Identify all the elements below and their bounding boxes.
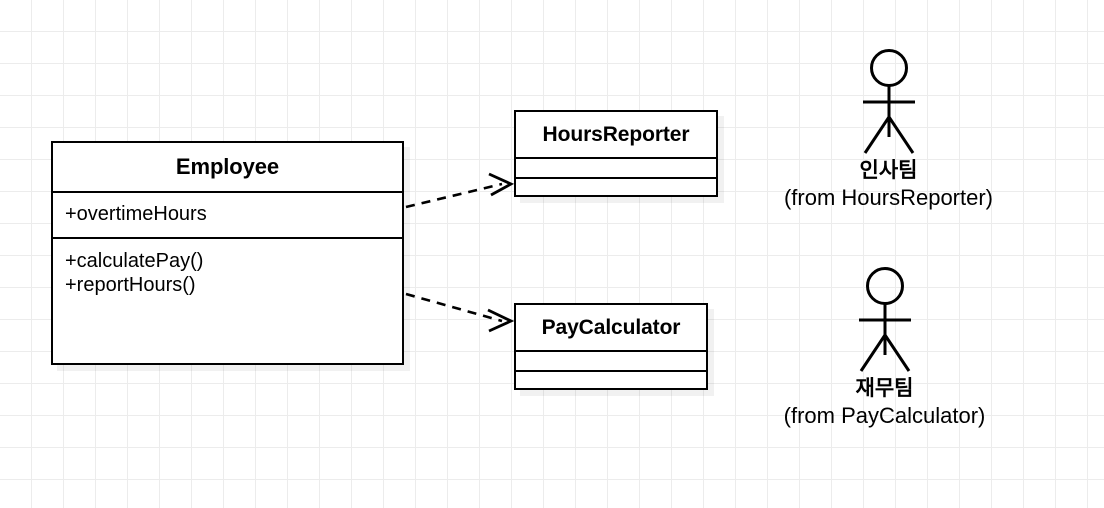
class-operations-hoursreporter [516,177,716,195]
operation-item: +calculatePay() [65,250,204,272]
class-operations-paycalculator [516,370,706,388]
actor-stick-figure-icon [858,267,911,372]
class-name-paycalculator: PayCalculator [541,315,681,339]
class-attributes-paycalculator [516,350,706,370]
actor-hr-team[interactable]: 인사팀 (from HoursReporter) [766,44,1011,213]
dependency-line-hoursreporter [405,182,503,209]
class-name-employee: Employee [175,154,280,179]
class-attributes-employee: +overtimeHours [53,191,402,237]
class-attributes-hoursreporter [516,157,716,177]
open-arrowhead-paycalculator [487,308,515,333]
actor-name-label: 인사팀 [859,159,918,182]
class-box-hoursreporter[interactable]: HoursReporter [514,110,718,197]
class-name-hoursreporter: HoursReporter [542,122,690,146]
dependency-line-paycalculator [405,292,503,323]
class-operations-employee: +calculatePay() +reportHours() [53,237,402,363]
open-arrowhead-hoursreporter [488,172,515,197]
operation-item: +reportHours() [65,274,196,297]
actor-finance-team[interactable]: 재무팀 (from PayCalculator) [762,262,1007,431]
relation-employee-to-hoursreporter[interactable] [405,172,515,209]
class-box-paycalculator[interactable]: PayCalculator [514,303,708,390]
actor-name-label: 재무팀 [855,377,914,400]
actor-stick-figure-icon [862,49,915,154]
relation-employee-to-paycalculator[interactable] [405,292,515,333]
class-box-employee[interactable]: Employee +overtimeHours +calculatePay() … [51,141,404,365]
actor-from-label: (from PayCalculator) [783,403,986,429]
actor-from-label: (from HoursReporter) [783,185,994,211]
attribute-item: +overtimeHours [65,203,207,225]
